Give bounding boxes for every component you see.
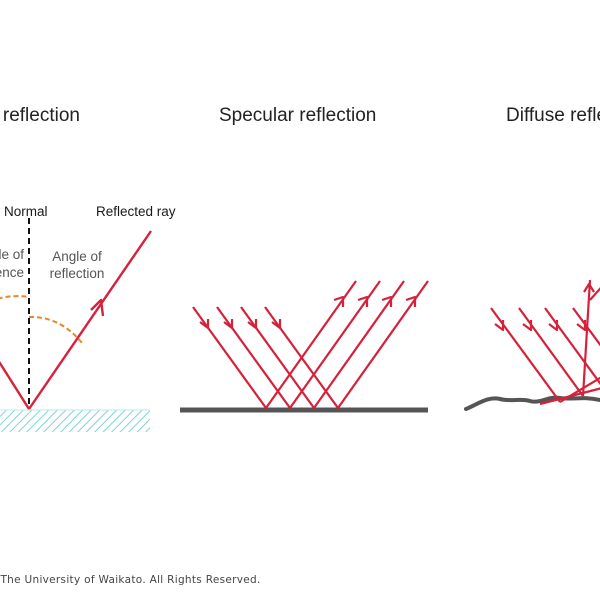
specular-outgoing-arrowheads [333,295,417,307]
diffuse-arrowheads [494,282,595,332]
arrowhead [548,320,559,332]
diffuse-scattered-ray [589,287,600,301]
diffuse-ray [544,307,600,386]
diffuse-ray [490,307,561,403]
arrowhead [223,319,234,330]
arrowhead [357,295,369,307]
angle-of-incidence-label-line2: incidence [0,265,24,280]
specular-ray [240,280,405,410]
angle-of-reflection-label-line2: reflection [49,266,105,281]
arrowhead [405,295,417,307]
mirror-reflection-title: Mirror reflection [0,105,80,126]
arrowhead [199,319,210,330]
diffuse-rays [490,279,600,406]
diffuse-ray [572,307,600,347]
reflected-ray-arrowhead [90,298,105,317]
specular-incoming-arrowheads [199,319,282,330]
arrowhead [247,319,258,330]
specular-panel [180,280,429,413]
diffuse-ray [518,307,584,397]
specular-ray [192,280,357,410]
angle-of-reflection-arc [28,315,83,344]
rough-surface [464,395,600,411]
angle-of-incidence-arc [0,295,30,300]
diffuse-scattered-ray [539,387,600,406]
arrowhead [583,282,595,293]
specular-reflection-title: Specular reflection [219,105,377,126]
reflected-ray [28,230,152,410]
arrowhead [381,295,393,307]
arrowhead [576,320,587,332]
mirror-panel [0,218,152,432]
arrowhead [333,295,345,307]
diffuse-reflection-title: Diffuse reflection [506,105,600,126]
incident-ray [0,360,31,410]
arrowhead [494,320,505,332]
angle-of-reflection-label-line1: Angle of [52,249,102,264]
arrowhead [522,320,533,332]
diffuse-scattered-ray [581,279,592,397]
copyright-notice: © The University of Waikato. All Rights … [0,574,261,586]
specular-ray [216,280,381,410]
normal-label: Normal [4,204,48,219]
diffuse-panel [464,279,600,411]
specular-ray [264,280,429,410]
specular-rays [192,280,429,410]
reflected-ray-label: Reflected ray [96,204,176,219]
arrowhead [271,319,282,330]
angle-of-incidence-label-line1: Angle of [0,247,24,262]
mirror-surface [0,410,150,432]
